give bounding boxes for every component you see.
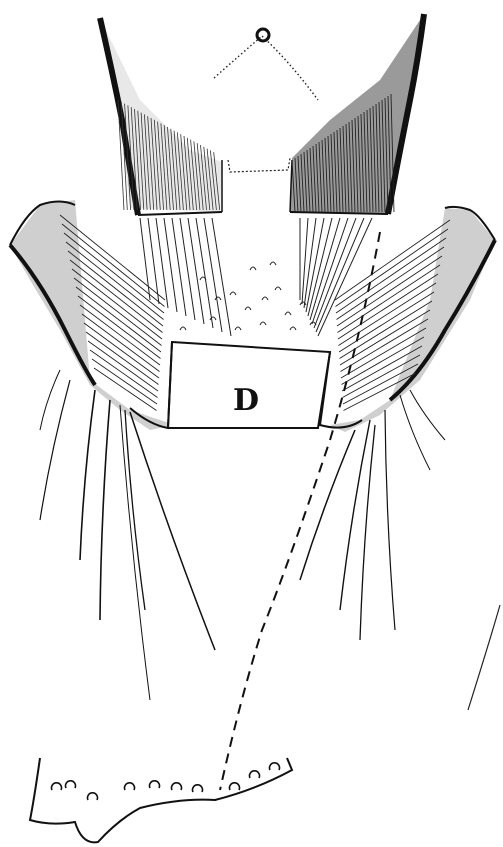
fiber (196, 218, 213, 328)
hook-mark (180, 327, 186, 330)
wing-ray (84, 323, 159, 378)
fiber (188, 218, 204, 324)
hair-strand (410, 390, 445, 440)
hook-mark (215, 297, 221, 300)
scallop-mark (249, 771, 259, 778)
fiber (164, 218, 177, 312)
scallop-mark (269, 763, 279, 770)
hook-mark (290, 327, 296, 330)
hook-mark (260, 322, 266, 325)
fiber (204, 218, 222, 332)
scallop-mark (150, 781, 160, 788)
wing-ray (82, 314, 160, 372)
fiber (318, 218, 372, 336)
hook-mark (245, 307, 251, 310)
hair-strand (40, 380, 70, 520)
hook-mark (285, 312, 291, 315)
hair-strand (385, 410, 395, 630)
hair-strand (100, 400, 110, 620)
hair-strand (120, 405, 150, 700)
dashed-guide-line (220, 232, 380, 790)
hook-mark (230, 292, 236, 295)
fiber (302, 218, 308, 304)
label-d: D (233, 383, 259, 418)
hook-mark (275, 287, 281, 290)
scallop-mark (51, 783, 61, 790)
hair-strand (40, 370, 60, 430)
hook-mark (250, 267, 256, 270)
fiber (172, 218, 186, 316)
hook-mark (262, 297, 268, 300)
right-upper-block (290, 14, 424, 214)
scallop-mark (125, 783, 135, 790)
hook-mark (235, 327, 241, 330)
wing-ray (92, 359, 157, 404)
scallop-mark (66, 781, 76, 788)
top-stitch-line (214, 36, 318, 100)
left-upper-block (100, 18, 222, 215)
central-notch (228, 158, 290, 172)
scallop-mark (192, 785, 202, 792)
scallop-mark (172, 783, 182, 790)
hair-strand (80, 390, 95, 560)
central-fiber-fan (140, 218, 372, 336)
fiber (304, 218, 316, 308)
hair-strand (130, 412, 215, 650)
fiber (180, 218, 195, 320)
hair-strand (340, 420, 370, 610)
bottom-scalloped-plate (30, 758, 292, 842)
central-hook-marks (180, 262, 316, 330)
top-pin-hole (257, 29, 269, 41)
right-edge-curve (468, 605, 500, 710)
wing-ray (86, 332, 159, 385)
scallop-mark (229, 783, 239, 790)
hair-strand (125, 410, 145, 610)
hair-strand (400, 395, 430, 470)
hook-mark (270, 262, 276, 265)
scallop-mark (87, 793, 97, 800)
